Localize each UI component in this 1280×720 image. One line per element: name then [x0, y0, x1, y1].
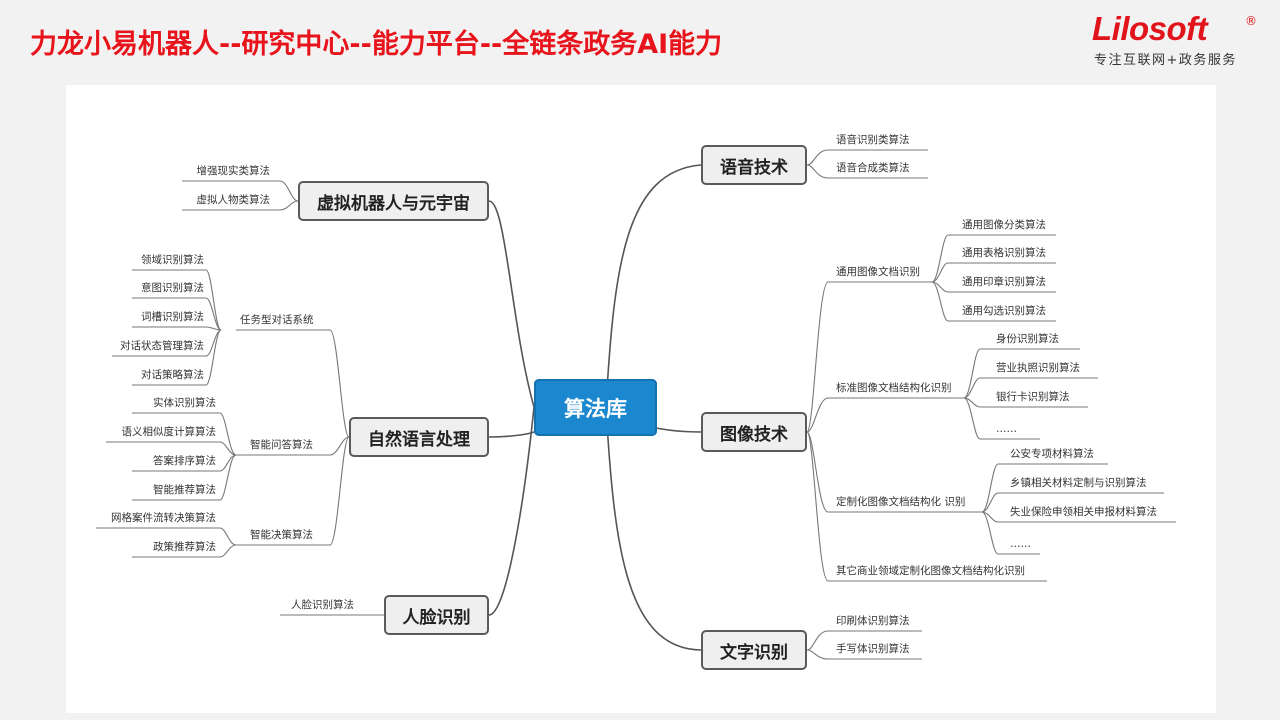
standard-doc-item: 身份识别算法 — [996, 333, 1059, 345]
nlp-subbranch-decision: 智能决策算法 — [250, 529, 313, 541]
image-subbranch-general: 通用图像文档识别 — [836, 266, 920, 278]
general-doc-item: 通用图像分类算法 — [962, 219, 1046, 231]
decision-item: 政策推荐算法 — [153, 541, 216, 553]
registered-mark: ® — [1245, 14, 1257, 28]
qa-item: 智能推荐算法 — [153, 484, 216, 496]
dialog-item: 词槽识别算法 — [141, 311, 204, 323]
branch-voice: 语音技术 — [701, 145, 807, 185]
qa-item: 语义相似度计算算法 — [121, 426, 217, 438]
decision-item: 网格案件流转决策算法 — [111, 512, 216, 524]
mindmap-connectors — [96, 149, 1176, 660]
general-doc-item: 通用表格识别算法 — [962, 247, 1046, 259]
logo-wordmark: Lilosoft — [1092, 10, 1208, 47]
general-doc-item: 通用印章识别算法 — [962, 276, 1046, 288]
nlp-subbranch-qa: 智能问答算法 — [250, 439, 313, 451]
qa-item: 实体识别算法 — [153, 397, 216, 409]
nlp-subbranch-dialog: 任务型对话系统 — [240, 314, 314, 326]
image-subbranch-custom: 定制化图像文档结构化 识别 — [836, 496, 966, 508]
custom-doc-item: …… — [1010, 538, 1031, 550]
lilosoft-logo: Lilosoft ® 专注互联网+政务服务 — [1092, 10, 1262, 70]
image-subbranch-other: 其它商业领域定制化图像文档结构化识别 — [836, 565, 1025, 577]
mindmap-canvas: 算法库 语音技术 图像技术 文字识别 虚拟机器人与元宇宙 自然语言处理 人脸识别… — [66, 85, 1216, 713]
center-node-algorithm-library: 算法库 — [534, 379, 657, 436]
face-item: 人脸识别算法 — [291, 599, 354, 611]
custom-doc-item: 失业保险申领相关申报材料算法 — [1010, 506, 1157, 518]
general-doc-item: 通用勾选识别算法 — [962, 305, 1046, 317]
custom-doc-item: 公安专项材料算法 — [1010, 448, 1094, 460]
branch-face: 人脸识别 — [384, 595, 489, 635]
dialog-item: 领域识别算法 — [141, 254, 204, 266]
standard-doc-item: 营业执照识别算法 — [996, 362, 1080, 374]
text-item: 印刷体识别算法 — [836, 615, 910, 627]
dialog-item: 对话状态管理算法 — [120, 340, 204, 352]
voice-item: 语音识别类算法 — [836, 134, 910, 146]
branch-virtual-robot: 虚拟机器人与元宇宙 — [298, 181, 489, 221]
logo-tagline: 专注互联网+政务服务 — [1094, 53, 1237, 68]
standard-doc-item: 银行卡识别算法 — [996, 391, 1070, 403]
voice-item: 语音合成类算法 — [836, 162, 910, 174]
slide-title: 力龙小易机器人--研究中心--能力平台--全链条政务AI能力 — [30, 29, 723, 60]
custom-doc-item: 乡镇相关材料定制与识别算法 — [1010, 477, 1147, 489]
branch-text: 文字识别 — [701, 630, 807, 670]
branch-nlp: 自然语言处理 — [349, 417, 489, 457]
virtual-item: 增强现实类算法 — [196, 165, 271, 177]
virtual-item: 虚拟人物类算法 — [196, 194, 271, 206]
dialog-item: 对话策略算法 — [141, 369, 204, 381]
qa-item: 答案排序算法 — [153, 455, 216, 467]
text-item: 手写体识别算法 — [836, 643, 910, 655]
dialog-item: 意图识别算法 — [141, 282, 204, 294]
standard-doc-item: …… — [996, 423, 1017, 435]
image-subbranch-standard: 标准图像文档结构化识别 — [836, 382, 952, 394]
branch-image: 图像技术 — [701, 412, 807, 452]
